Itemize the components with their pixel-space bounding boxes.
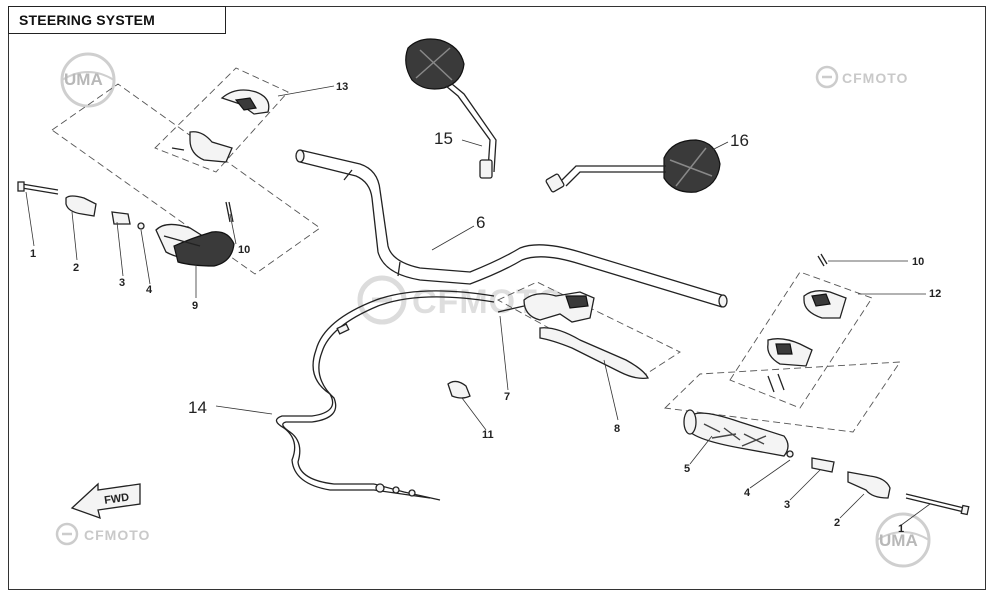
left-bar-end-bolt bbox=[17, 181, 59, 195]
left-spacer bbox=[111, 211, 145, 230]
lever-bracket bbox=[497, 291, 595, 323]
right-screw-10 bbox=[817, 253, 828, 267]
right-grip bbox=[683, 409, 794, 458]
right-mirror bbox=[545, 139, 721, 193]
watermark-cfmoto-top-right: CFMOTO bbox=[815, 65, 908, 89]
cfmoto-logo-text: CFMOTO bbox=[842, 70, 908, 86]
page-title: STEERING SYSTEM bbox=[19, 12, 156, 28]
callout-2-right: 2 bbox=[834, 517, 840, 529]
uma-logo-text: UMA bbox=[64, 70, 103, 89]
callout-13: 13 bbox=[336, 81, 348, 93]
watermark-cfmoto-bottom-left: CFMOTO bbox=[55, 522, 150, 546]
assembly-box-right-switch bbox=[729, 271, 873, 409]
left-bar-end-weight bbox=[65, 195, 97, 217]
brake-lever bbox=[539, 327, 649, 380]
right-spacer bbox=[811, 457, 835, 473]
right-bar-end-weight bbox=[847, 471, 891, 499]
callout-3-left: 3 bbox=[119, 277, 125, 289]
right-switch-12 bbox=[767, 290, 847, 393]
clamp-11 bbox=[447, 380, 471, 399]
assembly-box-right-grip bbox=[664, 361, 901, 433]
left-switch-housing bbox=[155, 223, 235, 267]
handlebar bbox=[295, 149, 728, 308]
assembly-box-switch-13 bbox=[154, 67, 289, 173]
callout-15: 15 bbox=[434, 129, 453, 148]
callout-11: 11 bbox=[482, 429, 494, 441]
callout-10-right: 10 bbox=[912, 256, 924, 268]
leader-lines bbox=[25, 85, 931, 527]
callout-5: 5 bbox=[684, 463, 690, 475]
callout-12: 12 bbox=[929, 288, 941, 300]
callout-16: 16 bbox=[730, 131, 749, 150]
fwd-label: FWD bbox=[103, 492, 130, 507]
right-bar-end-bolt bbox=[905, 493, 970, 516]
callout-3-right: 3 bbox=[784, 499, 790, 511]
callout-4-right: 4 bbox=[744, 487, 751, 499]
watermark-uma-bottom-right: UMA bbox=[875, 512, 931, 568]
callout-8: 8 bbox=[614, 423, 620, 435]
switch-cover-13 bbox=[171, 89, 270, 163]
callout-7: 7 bbox=[504, 391, 510, 403]
title-box: STEERING SYSTEM bbox=[8, 6, 226, 34]
callout-1-right: 1 bbox=[898, 523, 904, 535]
uma-logo-text: UMA bbox=[879, 531, 918, 550]
callout-1-left: 1 bbox=[30, 248, 36, 260]
callout-14: 14 bbox=[188, 398, 207, 417]
forward-arrow-icon: FWD bbox=[70, 482, 141, 520]
callout-2-left: 2 bbox=[73, 262, 79, 274]
watermark-uma-top-left: UMA bbox=[60, 52, 116, 108]
callout-6: 6 bbox=[476, 213, 485, 232]
callout-10-left: 10 bbox=[238, 244, 250, 256]
callout-9: 9 bbox=[192, 300, 198, 312]
callout-4-left: 4 bbox=[146, 284, 153, 296]
throttle-cable bbox=[275, 290, 495, 501]
cfmoto-logo-text: CFMOTO bbox=[84, 527, 150, 543]
left-screw-10 bbox=[225, 201, 234, 223]
left-mirror bbox=[405, 38, 497, 179]
